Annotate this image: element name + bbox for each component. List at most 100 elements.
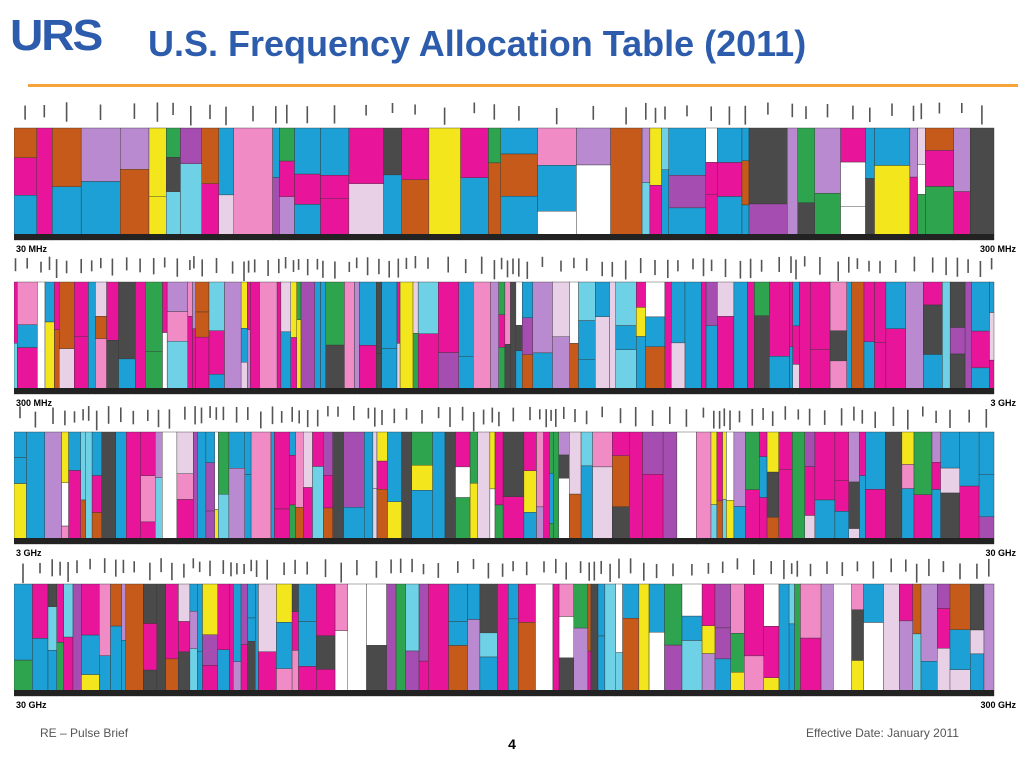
allocation-block <box>917 164 926 195</box>
allocation-block <box>552 281 570 337</box>
frequency-tick <box>353 406 355 421</box>
allocation-block <box>573 627 589 697</box>
allocation-block <box>664 644 683 697</box>
allocation-block <box>196 583 203 652</box>
frequency-tick <box>988 558 990 577</box>
frequency-tick <box>959 563 961 580</box>
allocation-block <box>848 481 860 529</box>
allocation-block <box>714 583 732 629</box>
frequency-tick <box>848 256 850 273</box>
allocation-block <box>80 431 87 501</box>
frequency-tick <box>856 561 859 572</box>
band-start-label: 3 GHz <box>16 548 42 558</box>
allocation-block <box>13 457 27 484</box>
allocation-block <box>696 431 712 545</box>
allocation-block <box>37 281 46 395</box>
allocation-block <box>523 470 537 513</box>
frequency-tick <box>133 561 135 573</box>
allocation-block <box>154 431 163 478</box>
allocation-block <box>180 163 202 241</box>
allocation-block <box>578 320 596 360</box>
frequency-tick <box>669 406 671 425</box>
allocation-block <box>953 191 971 241</box>
allocation-block <box>648 583 665 633</box>
frequency-tick <box>976 563 978 579</box>
allocation-block <box>187 281 193 317</box>
frequency-tick <box>230 562 232 577</box>
allocation-block <box>937 648 951 697</box>
frequency-tick <box>791 103 794 118</box>
frequency-tick <box>718 410 721 429</box>
band-baseline <box>14 234 994 240</box>
allocation-block <box>347 583 367 697</box>
allocation-block <box>276 622 293 669</box>
allocation-block <box>418 333 439 395</box>
allocation-block <box>661 127 669 170</box>
allocation-block <box>489 488 496 545</box>
allocation-block <box>244 431 252 475</box>
allocation-block <box>504 281 511 345</box>
allocation-block <box>106 281 119 341</box>
allocation-block <box>467 619 481 697</box>
allocation-block <box>17 347 38 395</box>
allocation-block <box>279 127 295 162</box>
allocation-block <box>13 483 27 545</box>
band-end-label: 300 GHz <box>980 700 1016 710</box>
allocation-block <box>489 431 496 490</box>
allocation-block <box>937 583 951 609</box>
frequency-tick <box>823 410 826 425</box>
frequency-tick <box>243 563 245 575</box>
allocation-block <box>851 281 865 395</box>
frequency-tick <box>152 258 155 275</box>
allocation-block <box>590 583 599 697</box>
allocation-block <box>344 281 355 395</box>
allocation-block <box>949 583 971 630</box>
frequency-tick <box>24 105 26 120</box>
allocation-block <box>68 431 81 471</box>
frequency-tick <box>356 560 358 576</box>
allocation-block <box>537 165 577 212</box>
allocation-block <box>645 346 666 395</box>
allocation-block <box>569 493 582 545</box>
frequency-tick <box>493 260 496 280</box>
allocation-block <box>47 650 58 697</box>
allocation-block <box>885 328 907 395</box>
allocation-block <box>745 431 760 490</box>
allocation-block <box>381 281 398 349</box>
allocation-block <box>412 281 419 334</box>
allocation-block <box>119 127 150 170</box>
allocation-block <box>323 431 334 476</box>
allocation-block <box>833 583 852 697</box>
allocation-block <box>970 583 985 631</box>
allocation-block <box>668 127 706 176</box>
frequency-tick <box>247 407 249 420</box>
allocation-block <box>291 611 299 651</box>
frequency-tick <box>236 563 238 575</box>
frequency-tick <box>190 105 192 126</box>
frequency-tick <box>89 558 91 570</box>
allocation-block <box>401 431 413 545</box>
allocation-block <box>320 281 326 395</box>
allocation-block <box>865 127 875 179</box>
allocation-block <box>250 281 260 395</box>
allocation-block <box>13 127 37 158</box>
allocation-block <box>376 353 382 395</box>
frequency-tick <box>231 261 234 274</box>
frequency-tick <box>961 103 963 114</box>
allocation-block <box>953 127 971 192</box>
allocation-block <box>74 281 89 337</box>
frequency-tick <box>601 406 603 418</box>
allocation-block <box>376 281 382 354</box>
allocation-block <box>726 500 735 545</box>
allocation-block <box>296 319 302 395</box>
allocation-block <box>332 431 344 545</box>
allocation-block <box>477 431 491 545</box>
allocation-block <box>294 127 321 175</box>
allocation-block <box>983 583 995 697</box>
allocation-block <box>140 431 156 476</box>
allocation-block <box>792 325 800 365</box>
frequency-tick <box>751 408 754 426</box>
allocation-block <box>448 583 468 622</box>
frequency-tick <box>539 409 541 420</box>
